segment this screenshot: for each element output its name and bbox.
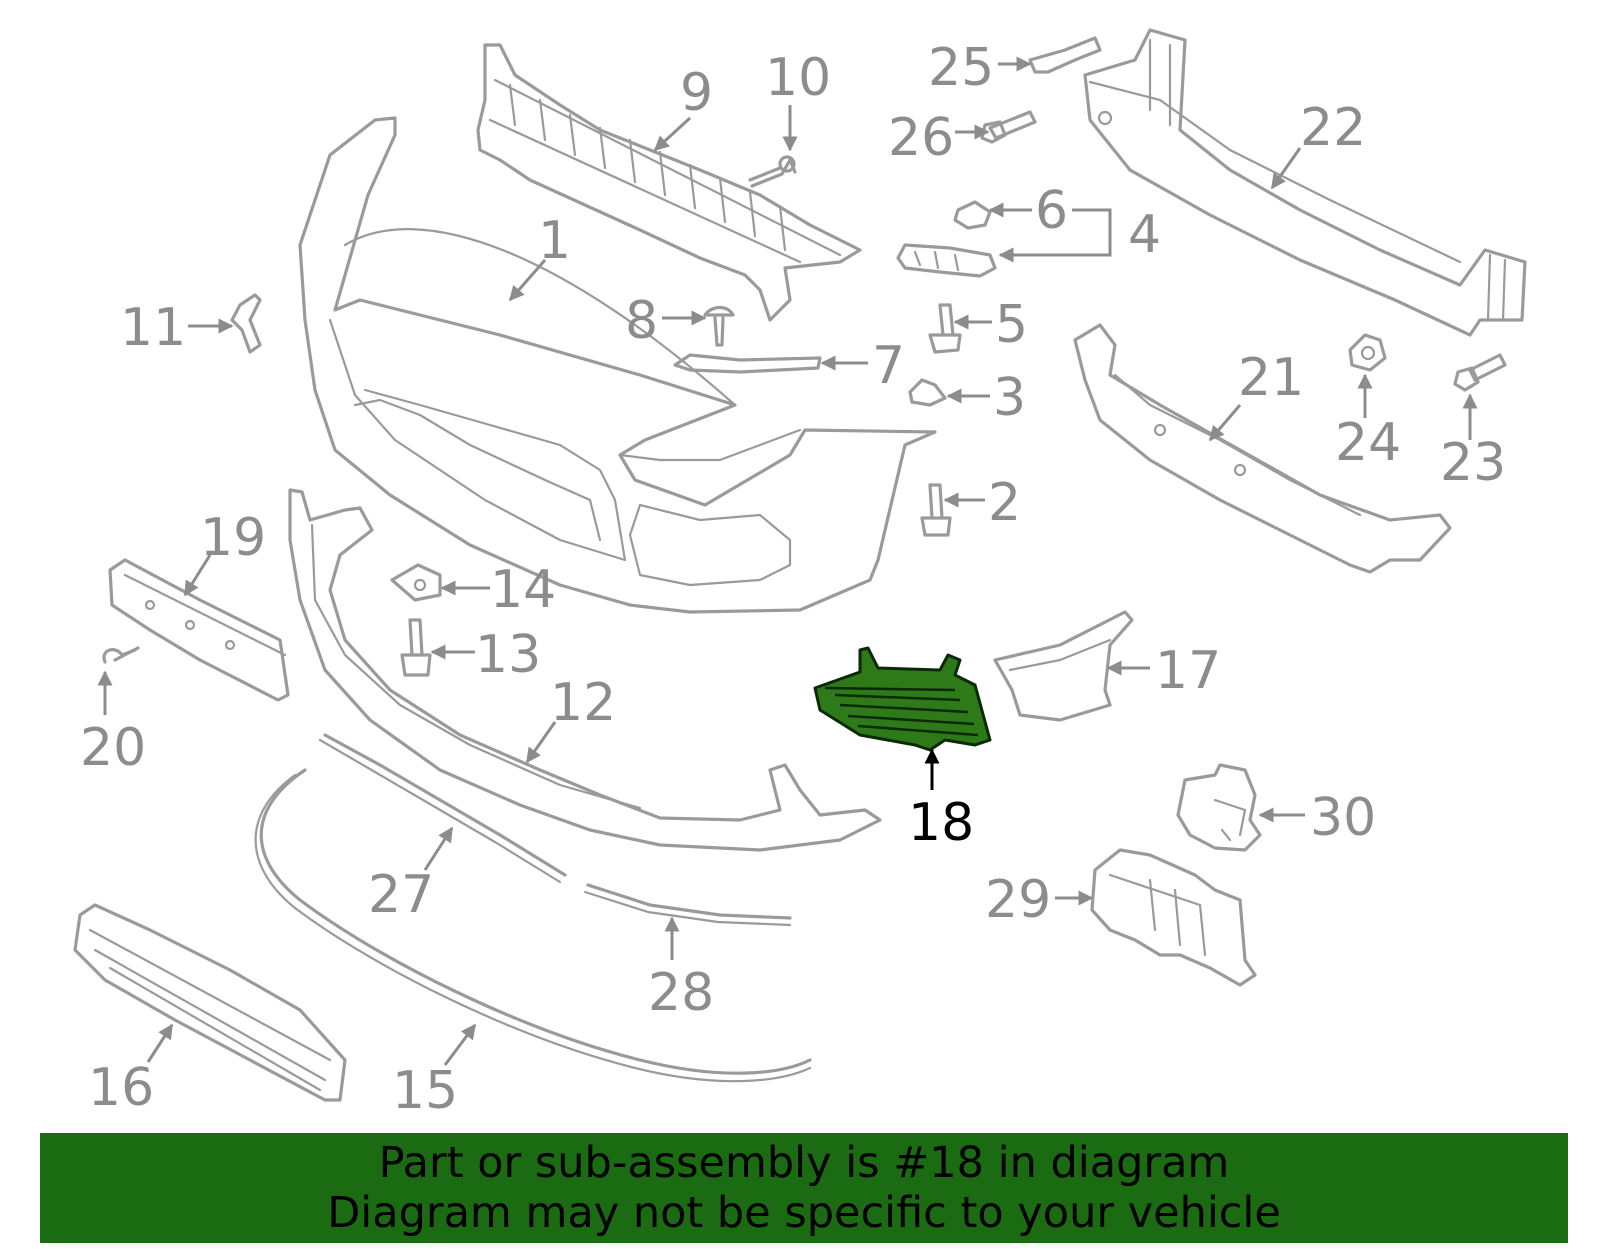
banner-line-2: Diagram may not be specific to your vehi… <box>327 1188 1281 1238</box>
part-28-strip <box>583 883 792 927</box>
callout-8: 8 <box>625 291 658 351</box>
callout-30: 30 <box>1310 788 1376 848</box>
callout-11: 11 <box>120 298 186 358</box>
part-19-bracket <box>108 558 290 702</box>
info-banner: Part or sub-assembly is #18 in diagram D… <box>40 1133 1568 1243</box>
callout-29: 29 <box>985 870 1051 930</box>
callout-27: 27 <box>368 865 434 925</box>
callout-10: 10 <box>765 48 831 108</box>
callout-19: 19 <box>200 508 266 568</box>
callout-5: 5 <box>995 295 1028 355</box>
callout-13: 13 <box>475 625 541 685</box>
part-27-strip <box>318 733 567 884</box>
part-11-clip <box>230 293 262 354</box>
callout-7: 7 <box>872 336 905 396</box>
callout-14: 14 <box>490 560 556 620</box>
part-24-nut <box>1348 333 1387 372</box>
callout-25: 25 <box>928 38 994 98</box>
leader-lines <box>97 56 1478 1066</box>
leader-27 <box>423 826 454 871</box>
part-23-bolt <box>1453 353 1507 392</box>
part-14-clip <box>390 563 442 602</box>
callout-15: 15 <box>392 1061 458 1121</box>
part-13-bolt <box>400 618 432 677</box>
part-22-reinforcement-beam <box>1083 28 1527 337</box>
callout-22: 22 <box>1300 98 1366 158</box>
callout-4: 4 <box>1128 205 1161 265</box>
part-3-nut-clip <box>908 378 947 407</box>
callout-12: 12 <box>550 673 616 733</box>
part-10-screw <box>748 155 797 188</box>
callout-24: 24 <box>1335 413 1401 473</box>
part-17-bracket <box>993 610 1134 722</box>
leader-16 <box>146 1023 174 1063</box>
callout-18: 18 <box>908 793 974 853</box>
callout-1: 1 <box>538 211 571 271</box>
callout-21: 21 <box>1238 348 1304 408</box>
part-30-sensor <box>1176 763 1262 852</box>
part-7-strip <box>673 353 822 374</box>
callout-16: 16 <box>88 1058 154 1118</box>
callout-26: 26 <box>888 108 954 168</box>
part-6-clip <box>953 200 992 230</box>
part-12-lower-cover <box>288 488 882 852</box>
leader-15 <box>443 1023 477 1066</box>
part-16-lower-grille <box>73 903 347 1102</box>
leader-1 <box>508 259 547 302</box>
leader-4-bracket <box>998 208 1112 263</box>
part-1-bumper-cover <box>298 116 937 614</box>
callout-3: 3 <box>993 368 1026 428</box>
leader-22 <box>1270 147 1302 190</box>
callout-28: 28 <box>648 963 714 1023</box>
part-25-bracket <box>1028 36 1102 74</box>
part-5-screw <box>928 303 962 354</box>
part-9-upper-grille <box>476 43 862 322</box>
callout-9: 9 <box>680 63 713 123</box>
callout-23: 23 <box>1440 433 1506 493</box>
leader-21 <box>1208 404 1242 442</box>
part-29-module <box>1090 848 1257 987</box>
part-18-bezel-highlighted <box>813 646 992 752</box>
leader-12 <box>525 721 557 764</box>
leader-9 <box>653 116 692 152</box>
part-26-bolt <box>980 110 1037 144</box>
callout-labels: 1 2 3 4 5 6 7 8 9 10 11 12 13 14 15 16 1… <box>80 38 1506 1121</box>
part-20-screw <box>102 646 140 664</box>
callout-20: 20 <box>80 718 146 778</box>
part-4-bracket <box>896 243 997 278</box>
part-15-lower-strip <box>254 768 812 1083</box>
leader-19 <box>183 554 212 597</box>
banner-line-1: Part or sub-assembly is #18 in diagram <box>378 1138 1230 1188</box>
part-8-push-pin <box>703 305 735 347</box>
callout-2: 2 <box>988 473 1021 533</box>
callout-6: 6 <box>1035 181 1068 241</box>
callout-17: 17 <box>1155 641 1221 701</box>
part-2-bolt <box>920 483 952 537</box>
